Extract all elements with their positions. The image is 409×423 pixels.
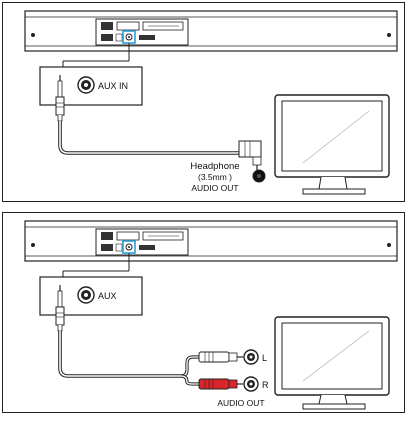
plug-3.5mm-right-angle: [238, 140, 262, 171]
tv-monitor: [274, 316, 390, 410]
aux-callout: AUX: [39, 276, 143, 316]
audio-cable: [58, 121, 243, 155]
rca-right-label: R: [262, 380, 269, 390]
audio-out-label: AUDIO OUT: [217, 398, 264, 408]
rca-plug-white: [198, 351, 243, 363]
aux-in-label: AUX IN: [98, 81, 128, 91]
aux-in-3.5mm-panel: AUX IN Headphone (3.5mm ) AUDIO OUT: [2, 2, 405, 202]
source-label-line1: Headphone: [190, 161, 239, 172]
aux-in-callout: AUX IN: [39, 66, 143, 106]
diagram-aux-in: AUX IN Headphone (3.5mm ) AUDIO OUT: [24, 10, 398, 195]
plug-3.5mm-left: [55, 285, 65, 332]
diagram-aux-rca: AUX: [24, 220, 398, 410]
soundbar: [24, 220, 398, 262]
plug-3.5mm-left: [55, 75, 65, 122]
source-label-line3: AUDIO OUT: [191, 183, 238, 193]
rca-left-label: L: [262, 353, 267, 363]
aux-label: AUX: [98, 291, 117, 301]
source-label-line2: (3.5mm ): [198, 172, 232, 182]
audio-cable: [58, 331, 181, 378]
aux-rca-panel: AUX: [2, 212, 405, 413]
soundbar: [24, 10, 398, 52]
tv-monitor: [274, 94, 390, 195]
rca-plug-red: [198, 378, 243, 390]
